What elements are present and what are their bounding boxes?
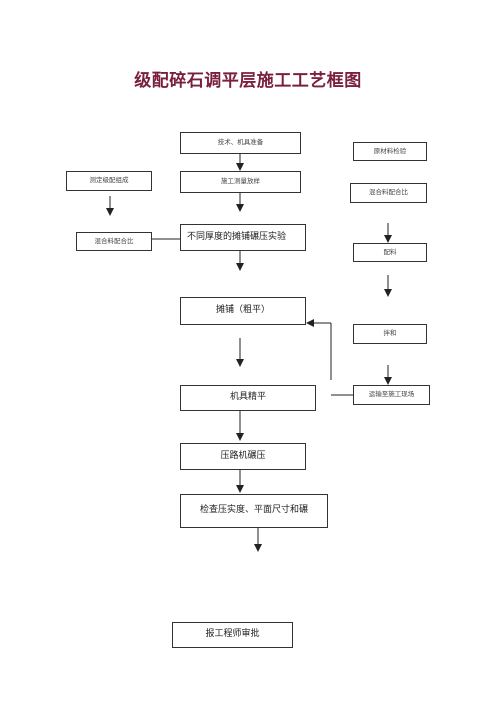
box-inspection: 检查压实度、平面尺寸和碾 bbox=[180, 494, 328, 528]
box-spreading: 摊铺（粗平） bbox=[180, 297, 306, 325]
box-tech-prep: 技术、机具准备 bbox=[180, 132, 301, 154]
box-material-inspection: 原材料检验 bbox=[353, 142, 427, 161]
box-mixing: 拌和 bbox=[353, 324, 427, 344]
box-transport: 运输至施工现场 bbox=[353, 385, 430, 405]
box-trial-compaction: 不同厚度的摊铺碾压实验 bbox=[180, 224, 306, 251]
box-roller-compaction: 压路机碾压 bbox=[180, 443, 306, 470]
box-feed: 配料 bbox=[353, 243, 427, 262]
box-left-top: 测定级配组成 bbox=[66, 171, 152, 191]
box-engineer-approval: 报工程师审批 bbox=[172, 622, 293, 648]
box-machine-leveling: 机具精平 bbox=[180, 385, 316, 411]
box-mix-ratio: 混合料配合比 bbox=[350, 183, 427, 203]
diagram-title: 级配碎石调平层施工工艺框图 bbox=[134, 71, 362, 91]
box-left-bottom: 混合料配合比 bbox=[76, 232, 152, 251]
box-stakeout: 施工测量放样 bbox=[180, 171, 301, 193]
